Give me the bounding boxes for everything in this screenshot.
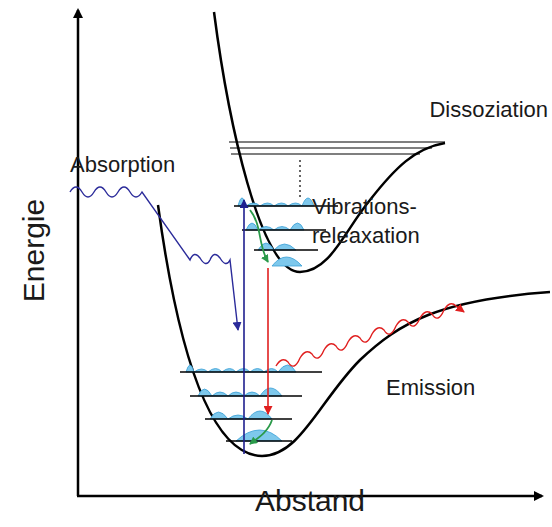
absorption-arrow bbox=[243, 200, 245, 454]
relaxation-arrow bbox=[250, 210, 268, 262]
emission-arrow bbox=[267, 268, 269, 414]
axis-label: Energie bbox=[18, 198, 51, 301]
relaxation-label: Vibrations- releaxation bbox=[312, 193, 447, 250]
emitted-photon bbox=[276, 304, 464, 366]
ground-levels bbox=[180, 365, 322, 441]
emission-label: Emission bbox=[386, 376, 475, 400]
continuum-levels bbox=[229, 142, 445, 154]
dotted-line bbox=[299, 160, 300, 198]
relaxation-arrow bbox=[250, 420, 272, 444]
absorption-label: Absorption bbox=[70, 153, 175, 177]
dissociation-label: Dissoziation bbox=[429, 98, 548, 122]
absorbed-photon bbox=[70, 187, 238, 330]
axis-label: Abstand bbox=[255, 484, 365, 517]
